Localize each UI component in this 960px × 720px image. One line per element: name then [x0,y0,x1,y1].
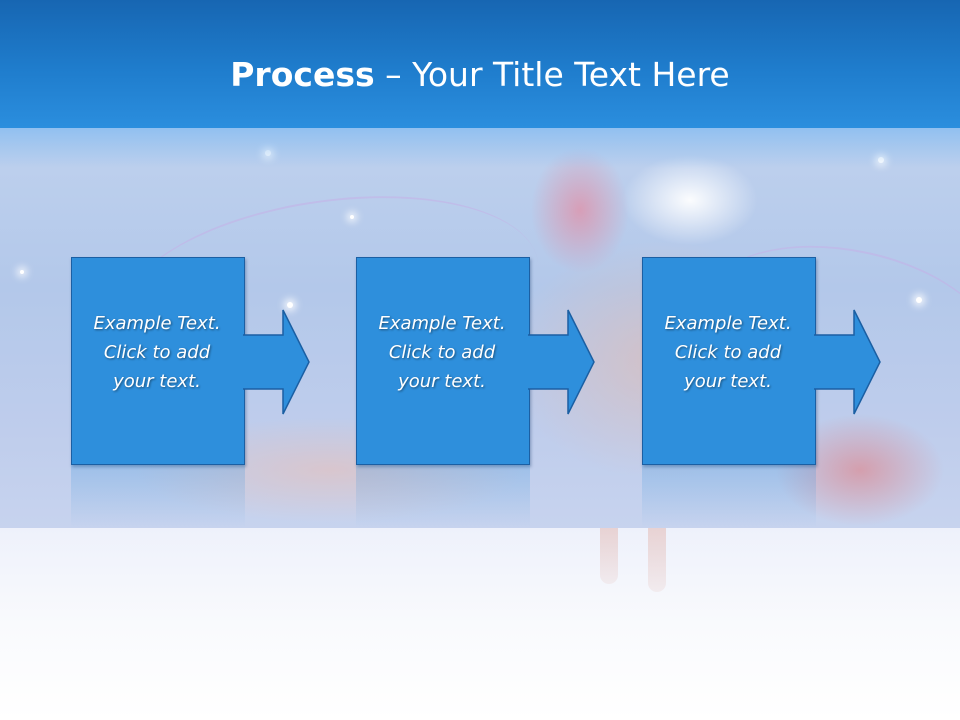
step-text-line-2: Click to add [388,342,496,363]
step-box [356,257,530,465]
step-text-line-1: Example Text. [378,313,506,334]
step-text-line-3: your text. [398,371,486,392]
step-text-line-3: your text. [113,371,201,392]
sparkle [916,297,922,303]
step-text[interactable]: Example Text. Click to add your text. [642,309,814,396]
step-text-line-1: Example Text. [93,313,221,334]
step-text-line-3: your text. [684,371,772,392]
step-reflection [642,465,816,528]
process-step-1[interactable]: Example Text. Click to add your text. [71,257,310,465]
sparkle [350,215,354,219]
title-bar-glow [0,128,960,168]
title-bold: Process [230,55,375,94]
right-arrow-icon [528,309,595,415]
slide-title[interactable]: Process – Your Title Text Here [0,52,960,98]
hand-decor [600,528,618,584]
step-text-line-2: Click to add [674,342,782,363]
title-bar [0,0,960,128]
title-dash: – [374,55,413,94]
step-text[interactable]: Example Text. Click to add your text. [71,309,243,396]
right-arrow-icon [814,309,881,415]
sparkle [20,270,24,274]
step-reflection [71,465,245,528]
process-step-3[interactable]: Example Text. Click to add your text. [642,257,881,465]
step-text-line-2: Click to add [103,342,211,363]
hand-decor [648,528,666,592]
step-box [642,257,816,465]
process-step-2[interactable]: Example Text. Click to add your text. [356,257,595,465]
step-text-line-1: Example Text. [664,313,792,334]
right-arrow-icon [243,309,310,415]
title-rest: Your Title Text Here [412,55,730,94]
bottom-white-panel [0,528,960,720]
step-reflection [356,465,530,528]
step-text[interactable]: Example Text. Click to add your text. [356,309,528,396]
sparkle [287,302,293,308]
